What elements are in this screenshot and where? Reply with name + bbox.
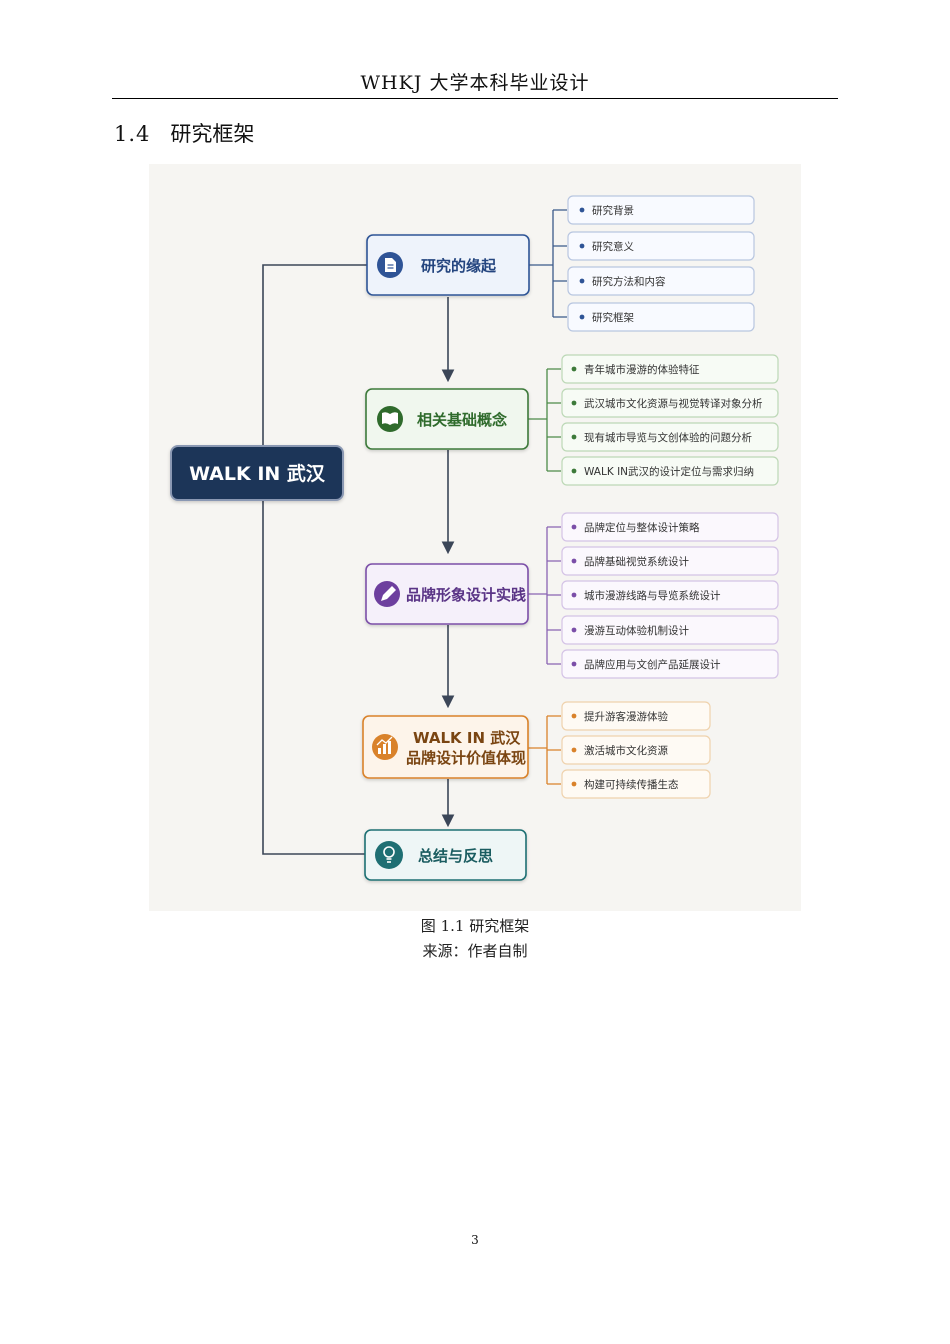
- list-item: 品牌基础视觉系统设计: [561, 546, 779, 576]
- list-item: 激活城市文化资源: [561, 735, 711, 765]
- svg-text:构建可持续传播生态: 构建可持续传播生态: [584, 778, 679, 791]
- figure-source: 来源：作者自制: [422, 942, 528, 960]
- page-number: 3: [471, 1233, 479, 1247]
- svg-text:武汉城市文化资源与视觉转译对象分析: 武汉城市文化资源与视觉转译对象分析: [584, 397, 763, 410]
- page-header: WHKJ 大学本科毕业设计: [360, 72, 590, 94]
- node-summary-reflection: 总结与反思: [364, 829, 527, 881]
- list-item: 漫游互动体验机制设计: [561, 615, 779, 645]
- svg-text:青年城市漫游的体验特征: 青年城市漫游的体验特征: [584, 363, 700, 376]
- list-item: 提升游客漫游体验: [561, 701, 711, 731]
- node-research-origin: 研究的缘起 研究背景 研究意义 研究方法和内容 研究框架: [366, 195, 755, 332]
- branch-lines: [528, 526, 561, 665]
- list-item: 构建可持续传播生态: [561, 769, 711, 799]
- root-node: WALK IN 武汉: [170, 445, 344, 501]
- branch-lines: [529, 209, 567, 318]
- svg-text:漫游互动体验机制设计: 漫游互动体验机制设计: [584, 624, 689, 637]
- section-number: 1.4: [114, 122, 151, 146]
- svg-text:品牌基础视觉系统设计: 品牌基础视觉系统设计: [584, 555, 689, 568]
- svg-text:品牌应用与文创产品延展设计: 品牌应用与文创产品延展设计: [584, 658, 721, 671]
- lightbulb-icon: [375, 841, 403, 869]
- section-title-text: 研究框架: [170, 122, 255, 146]
- branch-lines: [528, 715, 561, 785]
- branch-lines: [528, 368, 561, 472]
- svg-text:激活城市文化资源: 激活城市文化资源: [584, 744, 668, 757]
- list-item: 城市漫游线路与导览系统设计: [561, 580, 779, 610]
- node-label: 相关基础概念: [417, 411, 507, 429]
- svg-text:WALK IN武汉的设计定位与需求归纳: WALK IN武汉的设计定位与需求归纳: [584, 465, 754, 478]
- node-brand-value: WALK IN 武汉 品牌设计价值体现 提升游客漫游体验 激活城市文化资源 构建…: [362, 701, 711, 799]
- framework-diagram: WALK IN 武汉 研究的缘起 研究背景 研究意义: [170, 195, 779, 881]
- list-item: 品牌定位与整体设计策略: [561, 512, 779, 542]
- header-rule: [112, 98, 838, 99]
- node-label: 总结与反思: [418, 847, 493, 865]
- svg-text:提升游客漫游体验: 提升游客漫游体验: [584, 710, 668, 723]
- figure-caption: 图 1.1 研究框架: [420, 917, 530, 935]
- list-item: 研究意义: [567, 231, 755, 261]
- list-item: 研究方法和内容: [567, 266, 755, 296]
- list-item: 品牌应用与文创产品延展设计: [561, 649, 779, 679]
- svg-text:城市漫游线路与导览系统设计: 城市漫游线路与导览系统设计: [584, 589, 721, 602]
- svg-text:研究背景: 研究背景: [592, 204, 634, 217]
- node-brand-design-practice: 品牌形象设计实践 品牌定位与整体设计策略 品牌基础视觉系统设计 城市漫游线路与导…: [365, 512, 779, 679]
- list-item: 青年城市漫游的体验特征: [561, 354, 779, 384]
- node-label: 品牌形象设计实践: [406, 586, 526, 604]
- research-framework-figure: WALK IN 武汉 研究的缘起 研究背景 研究意义: [149, 164, 801, 911]
- root-label: WALK IN 武汉: [189, 463, 326, 485]
- svg-text:研究方法和内容: 研究方法和内容: [592, 275, 666, 288]
- node-label: 研究的缘起: [421, 257, 497, 275]
- section-heading: 1.4 研究框架: [114, 118, 254, 148]
- node-label-line-1: WALK IN 武汉: [413, 729, 521, 747]
- node-label-line-2: 品牌设计价值体现: [406, 749, 526, 767]
- node-basic-concepts: 相关基础概念 青年城市漫游的体验特征 武汉城市文化资源与视觉转译对象分析 现有城…: [365, 354, 779, 486]
- root-connector-line: [262, 264, 367, 855]
- list-item: 研究背景: [567, 195, 755, 225]
- svg-text:研究框架: 研究框架: [592, 311, 634, 324]
- list-item: 现有城市导览与文创体验的问题分析: [561, 422, 779, 452]
- svg-text:现有城市导览与文创体验的问题分析: 现有城市导览与文创体验的问题分析: [584, 431, 752, 444]
- svg-text:品牌定位与整体设计策略: 品牌定位与整体设计策略: [584, 521, 700, 534]
- svg-text:研究意义: 研究意义: [592, 240, 634, 253]
- list-item: 研究框架: [567, 302, 755, 332]
- list-item: WALK IN武汉的设计定位与需求归纳: [561, 456, 779, 486]
- list-item: 武汉城市文化资源与视觉转译对象分析: [561, 388, 779, 418]
